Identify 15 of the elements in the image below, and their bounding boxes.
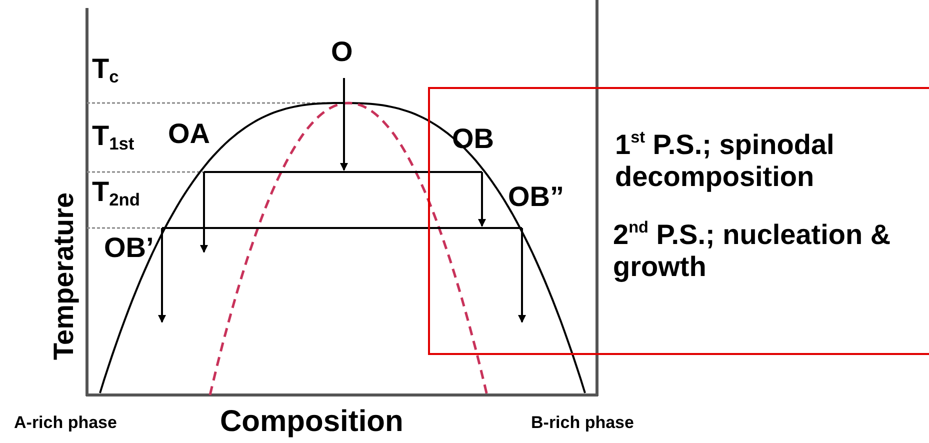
- point-label: OB”: [508, 183, 564, 211]
- axis-title: Temperature: [50, 192, 78, 360]
- point-label: OB: [452, 125, 494, 153]
- temperature-label: T$_{c}$: [92, 55, 119, 86]
- point-label: OA: [168, 120, 210, 148]
- note-text: 1$^{st}$ P.S.; spinodal decomposition: [615, 129, 836, 193]
- temperature-label: T$_{2nd}$: [92, 178, 140, 209]
- point-label: OB’: [104, 234, 154, 262]
- point-label: O: [331, 38, 353, 66]
- axis-end-label: B-rich phase: [531, 414, 634, 431]
- axis-end-label: A-rich phase: [14, 414, 117, 431]
- axis-title: Composition: [220, 407, 404, 437]
- temperature-label: T$_{1st}$: [92, 122, 134, 153]
- note-text: 2$^{nd}$ P.S.; nucleation & growth: [613, 219, 892, 283]
- callout-box: [428, 87, 929, 355]
